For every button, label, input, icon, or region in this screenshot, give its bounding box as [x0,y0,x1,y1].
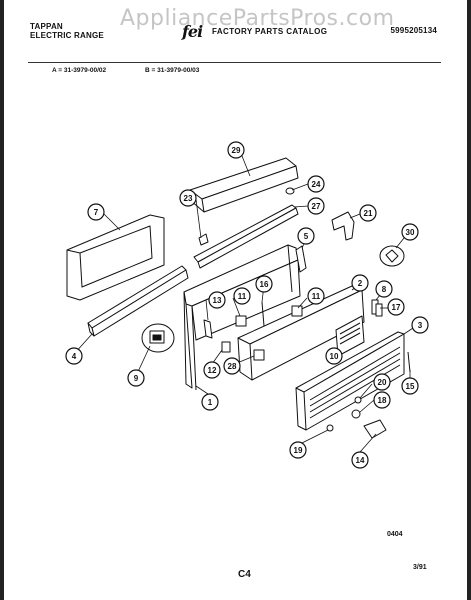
model-b: B = 31-3979-00/03 [145,67,200,74]
callout-27: 27 [307,197,325,215]
callout-label: 17 [392,303,401,312]
page-border-right [467,0,471,600]
callout-19: 19 [289,441,307,459]
callout-10: 10 [325,347,343,365]
watermark: AppliancePartsPros.com [120,6,395,31]
catalog-title: FACTORY PARTS CATALOG [212,27,328,36]
part-timer [335,315,365,357]
callout-7: 7 [87,203,105,221]
callout-1: 1 [201,393,219,411]
catalog-logo: fei [182,22,203,41]
callout-24: 24 [307,175,325,193]
callout-8: 8 [375,280,393,298]
callout-label: 11 [238,292,247,301]
model-a: A = 31-3979-00/02 [52,67,107,74]
callout-label: 14 [356,456,365,465]
callout-23: 23 [179,189,197,207]
part-screw-15 [407,351,411,373]
part-16 [261,301,265,327]
part-knob-assembly [326,396,387,439]
part-bracket-23 [198,233,209,246]
part-hinge [331,211,355,241]
callout-label: 8 [382,285,387,294]
callout-label: 2 [358,279,363,288]
callout-label: 30 [406,228,415,237]
callout-29: 29 [227,141,245,159]
callout-label: 7 [94,208,99,217]
callout-20: 20 [373,373,391,391]
part-switch [141,323,175,353]
part-switch-11a [235,315,247,327]
part-switch-11b [291,305,303,317]
brand-block: TAPPAN ELECTRIC RANGE [30,22,104,40]
part-side-panel [66,214,165,301]
callout-3: 3 [411,316,429,334]
callout-label: 16 [260,280,269,289]
callout-17: 17 [387,298,405,316]
callout-label: 20 [378,378,387,387]
callout-13: 13 [208,291,226,309]
callout-label: 4 [72,352,77,361]
callout-label: 28 [228,362,237,371]
callout-5: 5 [297,227,315,245]
callout-label: 3 [418,321,423,330]
part-13 [203,319,213,339]
callout-label: 19 [294,446,303,455]
callout-11: 11 [307,287,325,305]
callout-label: 18 [378,396,387,405]
callout-label: 12 [208,366,217,375]
callout-label: 10 [330,352,339,361]
part-bracket-30 [379,245,405,267]
footer-code: 0404 [387,531,403,538]
header-rule [28,62,441,63]
part-top-trim [189,157,299,213]
catalog-part-number: 5995205134 [390,26,437,35]
callout-label: 15 [406,382,415,391]
callout-14: 14 [351,451,369,469]
callout-label: 9 [134,374,139,383]
callout-label: 27 [312,202,321,211]
footer-date: 3/91 [413,564,427,571]
callout-21: 21 [359,204,377,222]
product-type: ELECTRIC RANGE [30,31,104,40]
part-rail [193,204,299,269]
callout-label: 13 [213,296,222,305]
callout-label: 11 [312,292,321,301]
callout-label: 29 [232,146,241,155]
callout-label: 23 [184,194,193,203]
callout-16: 16 [255,275,273,293]
callout-label: 21 [364,209,373,218]
callout-28: 28 [223,357,241,375]
part-clip [285,187,295,195]
callout-4: 4 [65,347,83,365]
callout-18: 18 [373,391,391,409]
callout-label: 24 [312,180,321,189]
part-lower-trim [87,265,189,337]
part-28 [253,349,265,361]
callout-30: 30 [401,223,419,241]
part-12 [221,341,231,353]
callout-label: 1 [208,398,213,407]
callout-11: 11 [233,287,251,305]
part-light [371,299,383,317]
part-bracket-5 [295,245,307,273]
callout-2: 2 [351,274,369,292]
page-border-left [0,0,4,600]
callout-label: 5 [304,232,309,241]
callout-12: 12 [203,361,221,379]
brand-name: TAPPAN [30,22,63,31]
page-code: C4 [238,569,251,580]
callout-9: 9 [127,369,145,387]
callout-15: 15 [401,377,419,395]
